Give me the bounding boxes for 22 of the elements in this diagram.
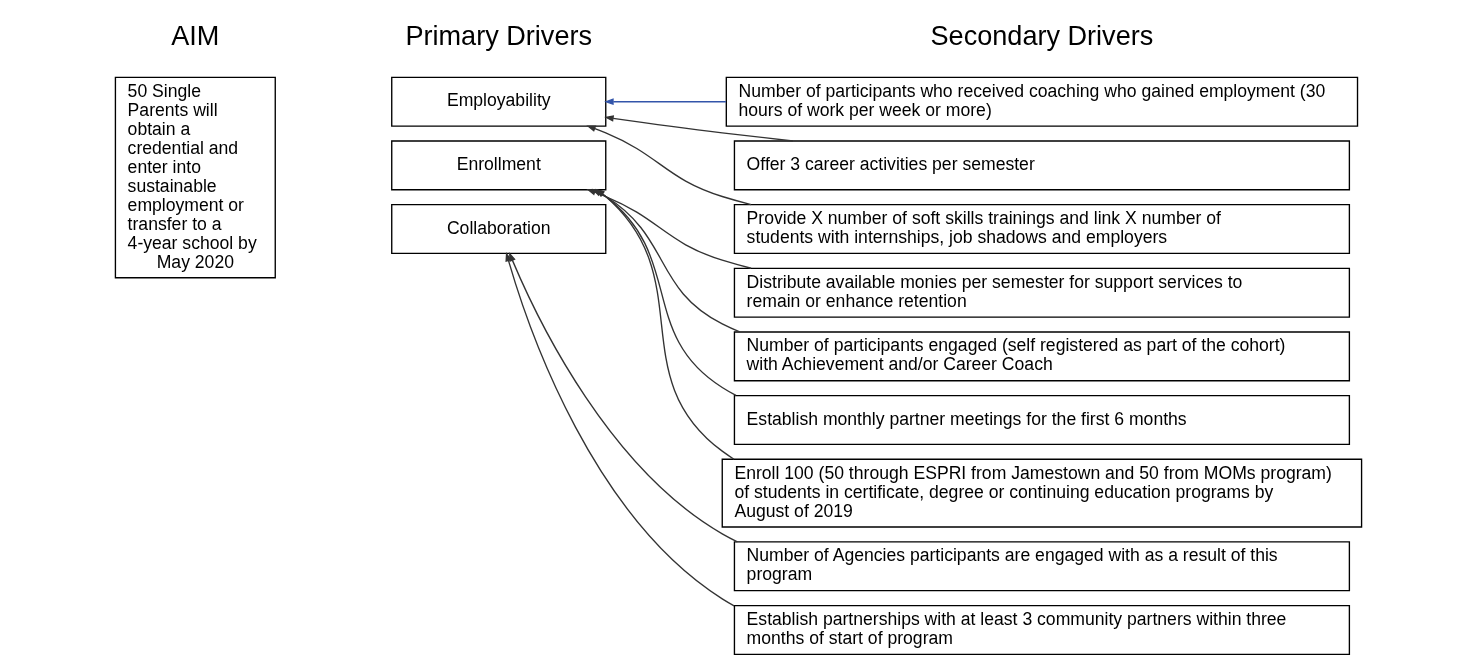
arrow [604,98,727,106]
arrow [595,188,735,460]
node-box: Provide X number of soft skills trainings and link X number of students with internships, job shadows and employers [733,203,1351,255]
label: Secondary Drivers [930,19,1154,51]
node-box: Offer 3 career activities per semester [733,140,1351,191]
arrow [505,251,735,607]
arrow [604,115,794,142]
node-box: Establish partnerships with at least 3 community partners within three months of start of program [733,604,1351,656]
node-box: Number of participants engaged (self registered as part of the cohort) with Achievement and/or Career Coach [733,331,1351,382]
node-box: Establish monthly partner meetings for the first 6 months [733,394,1351,446]
label: AIM [171,19,220,51]
arrow [594,188,737,397]
node-box: Enrollment [391,140,607,191]
node-box: 50 Single Parents will obtain a credential and enter into sustainable employment or transfer to a 4-year school by May 2020 [114,76,276,279]
node-box: Number of Agencies participants are engaged with as a result of this program [733,541,1351,592]
node-box: Employability [391,76,607,127]
arrow [508,251,739,543]
node-box: Number of participants who received coaching who gained employment (30 hours of work per week or more) [725,76,1359,127]
label: Primary Drivers [405,19,593,51]
node-box: Collaboration [391,203,607,255]
node-box: Enroll 100 (50 through ESPRI from Jamestown and 50 from MOMs program) of students in certificate, degree or continuing education programs by August of 2019 [721,458,1363,528]
node-box: Distribute available monies per semester for support services to remain or enhance retention [733,267,1351,318]
